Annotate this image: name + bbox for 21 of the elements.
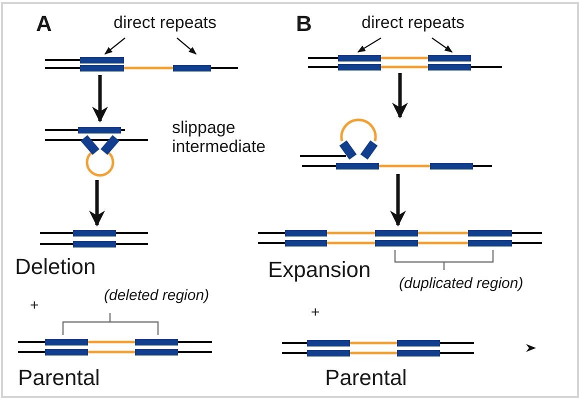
plus-sign: + xyxy=(311,305,320,322)
region-label: (deleted region) xyxy=(104,288,210,304)
arrow xyxy=(104,38,126,54)
annotation-label: direct repeats xyxy=(112,14,218,33)
region-label: (duplicated region) xyxy=(399,276,524,292)
arrow xyxy=(92,75,108,123)
arrow xyxy=(176,38,197,55)
stage-label: Parental xyxy=(18,366,100,390)
arrow xyxy=(392,73,408,119)
arrow xyxy=(357,37,382,53)
stage-label: Deletion xyxy=(15,255,96,280)
stage-label: Expansion xyxy=(268,258,371,282)
stage-label: Parental xyxy=(325,366,407,390)
stage-label: slippage intermediate xyxy=(172,119,267,156)
arrow xyxy=(89,180,105,227)
panel-letter: A xyxy=(36,12,52,36)
arrow xyxy=(390,174,406,227)
annotation-label: direct repeats xyxy=(360,14,466,33)
arrow xyxy=(432,38,453,52)
panel-letter: B xyxy=(296,12,312,36)
plus-sign: + xyxy=(30,298,39,314)
